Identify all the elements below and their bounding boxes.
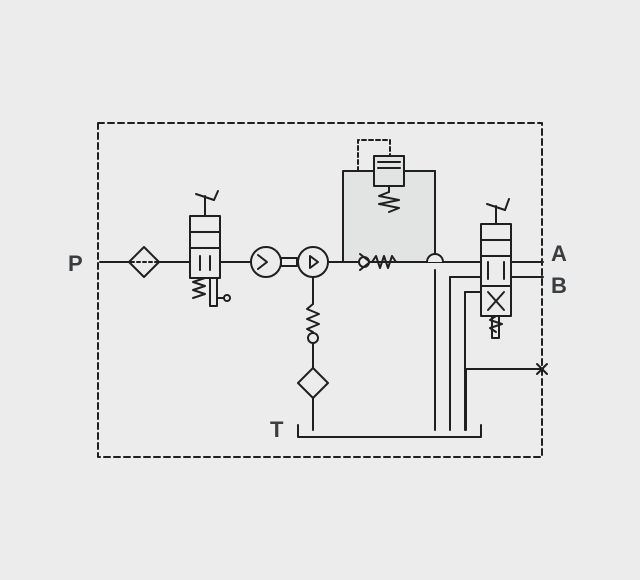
plugged-port-icon [536, 363, 548, 375]
port-label-t: T [270, 417, 284, 442]
tank-return-lines [297, 269, 544, 438]
return-branch [297, 276, 329, 431]
directional-valve [480, 198, 544, 339]
manifold-boundary [97, 122, 543, 458]
shutoff-valve [189, 190, 231, 307]
line-crossover [426, 253, 444, 263]
relief-valve [342, 139, 436, 263]
port-label-p: P [68, 251, 83, 276]
check-valve [358, 253, 397, 271]
port-label-b: B [551, 273, 567, 298]
port-label-a: A [551, 241, 567, 266]
pump-motor [250, 246, 329, 278]
inlet-filter [128, 246, 160, 278]
